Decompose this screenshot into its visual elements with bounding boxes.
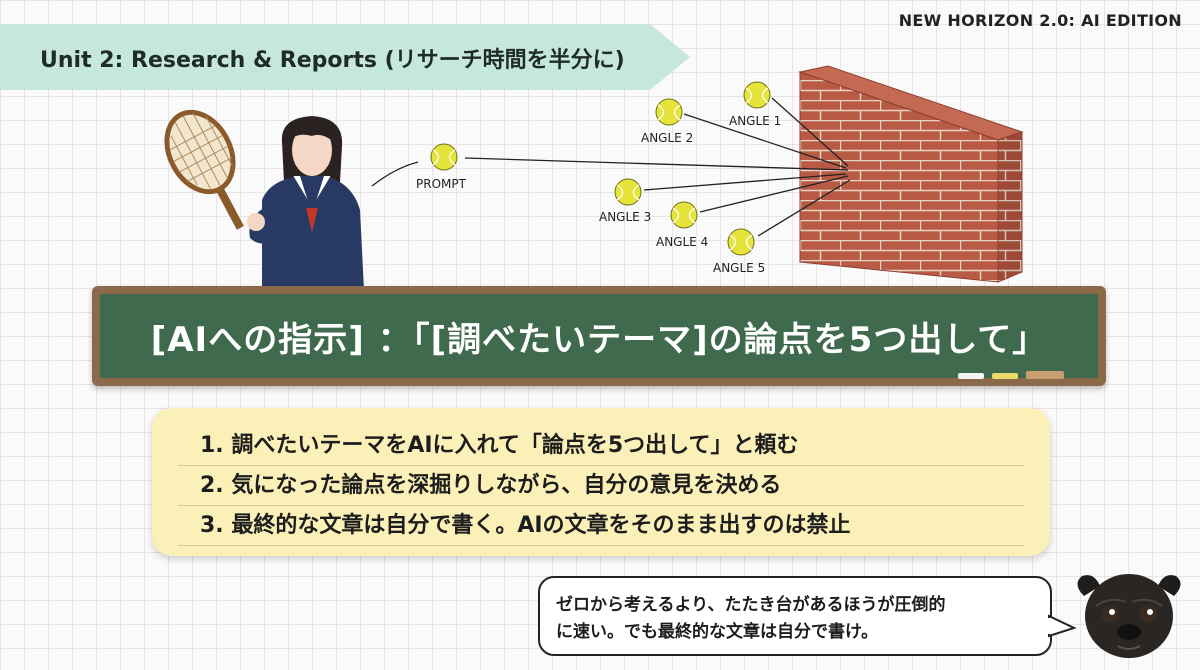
step-3: 3. 最終的な文章は自分で書く。AIの文章をそのまま出すのは禁止 xyxy=(178,506,1024,546)
angle-5-label: ANGLE 5 xyxy=(713,261,765,275)
tennis-ball-angle-4 xyxy=(670,201,698,229)
speech-tail xyxy=(1048,614,1077,638)
chalkboard-surface: [AIへの指示] ：「[調べたいテーマ]の論点を5つ出して」 xyxy=(100,294,1098,378)
edition-title: NEW HORIZON 2.0: AI EDITION xyxy=(898,11,1182,30)
trajectory-lines xyxy=(371,97,851,237)
angle-1-label: ANGLE 1 xyxy=(729,114,781,128)
angle-4-label: ANGLE 4 xyxy=(656,235,708,249)
speech-line-1: ゼロから考えるより、たたき台があるほうが圧倒的 xyxy=(556,595,946,615)
prompt-label: PROMPT xyxy=(416,177,467,191)
speech-bubble: ゼロから考えるより、たたき台があるほうが圧倒的 に速い。でも最終的な文章は自分で… xyxy=(538,576,1052,656)
chalkboard: [AIへの指示] ：「[調べたいテーマ]の論点を5つ出して」 xyxy=(92,286,1106,386)
angle-3-label: ANGLE 3 xyxy=(599,210,651,224)
pug-avatar xyxy=(1077,574,1181,658)
brick-wall xyxy=(798,65,1024,283)
speech-line-2: に速い。でも最終的な文章は自分で書け。 xyxy=(556,622,879,642)
tennis-ball-angle-5 xyxy=(727,228,755,256)
tennis-ball-angle-1 xyxy=(743,81,771,109)
tennis-ball-angle-2 xyxy=(655,98,683,126)
unit-title: Unit 2: Research & Reports (リサーチ時間を半分に) xyxy=(40,48,625,73)
steps-panel: 1. 調べたいテーマをAIに入れて「論点を5つ出して」と頼む 2. 気になった論… xyxy=(152,408,1050,556)
student-illustration xyxy=(164,109,364,290)
tennis-ball-prompt xyxy=(430,143,458,171)
tennis-wall-illustration: PROMPT ANGLE 1 ANGLE 2 ANGLE 3 ANGLE 4 A… xyxy=(164,65,1024,290)
tennis-ball-angle-3 xyxy=(614,178,642,206)
white-chalk xyxy=(958,373,984,379)
unit-banner xyxy=(0,24,690,90)
step-2: 2. 気になった論点を深掘りしながら、自分の意見を決める xyxy=(178,466,1024,506)
ai-instruction-text: [AIへの指示] ：「[調べたいテーマ]の論点を5つ出して」 xyxy=(150,319,1048,360)
chalk-eraser xyxy=(1026,371,1064,379)
step-1: 1. 調べたいテーマをAIに入れて「論点を5つ出して」と頼む xyxy=(178,426,1024,466)
angle-2-label: ANGLE 2 xyxy=(641,131,693,145)
yellow-chalk xyxy=(992,373,1018,379)
